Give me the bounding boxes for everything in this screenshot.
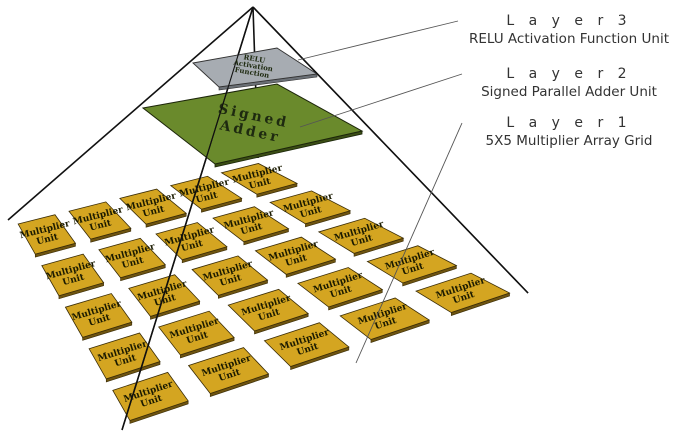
leader-lines <box>297 20 463 364</box>
layer2-description: Signed Parallel Adder Unit <box>481 84 657 100</box>
layer3-label: L a y e r 3 RELU Activation Function Uni… <box>462 13 676 48</box>
layer1-description: 5X5 Multiplier Array Grid <box>485 133 653 149</box>
layer3-description: RELU Activation Function Unit <box>468 31 669 47</box>
leader-line <box>355 122 463 364</box>
relu-text-line1: RELU <box>243 52 266 65</box>
signed-adder-surface <box>141 83 364 165</box>
layer1-title: L a y e r 1 <box>506 115 632 131</box>
layer3-title: L a y e r 3 <box>506 13 632 29</box>
multiplier-array-grid: MultiplierUnitMultiplierUnitMultiplierUn… <box>17 163 511 424</box>
layer1-label: L a y e r 1 5X5 Multiplier Array Grid <box>470 115 668 150</box>
layer2-label: L a y e r 2 Signed Parallel Adder Unit <box>470 66 668 101</box>
pyramid-edge <box>7 6 254 221</box>
layer2-title: L a y e r 2 <box>506 66 632 82</box>
leader-line <box>299 73 463 128</box>
leader-line <box>297 20 459 61</box>
